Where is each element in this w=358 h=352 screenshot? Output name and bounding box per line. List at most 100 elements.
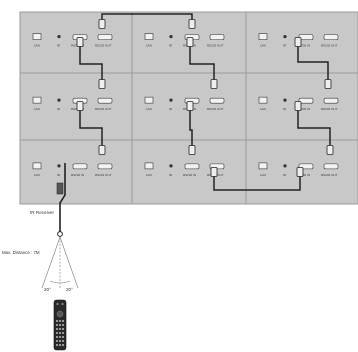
panel-bezel (19, 139, 133, 205)
ir-distance-label: Max. Distance : 7M (2, 250, 40, 255)
cable-plug (186, 101, 194, 111)
remote-key (62, 332, 64, 334)
port-label: RS232 OUT (321, 44, 338, 48)
ir-jack (169, 164, 173, 168)
port-label: RS232 IN (183, 173, 196, 177)
port-label: RS232 IN (297, 44, 310, 48)
panel-bezel (245, 11, 358, 74)
cable-plug (294, 101, 302, 111)
rs232-cable (297, 108, 331, 150)
port-label: IR (57, 173, 61, 177)
lan-port (258, 33, 268, 40)
cable-plug (296, 167, 304, 177)
lan-port (32, 96, 42, 104)
port-label: RS232 IN (297, 173, 310, 177)
remote-key (59, 344, 61, 346)
lan-port (144, 96, 154, 104)
remote-key (62, 320, 64, 322)
ir-jack (57, 35, 61, 39)
cable-plug (188, 19, 196, 29)
remote-key (56, 324, 58, 326)
ir-receiver-assembly: IR Receiver (30, 163, 66, 237)
rs232-cable (79, 108, 103, 152)
port-label: IR (57, 107, 61, 111)
port-label: LAN (34, 173, 40, 177)
rs232-cable (189, 45, 215, 86)
port-label: LAN (146, 44, 152, 48)
rs232-out-port (323, 163, 339, 170)
cable-plug (188, 145, 196, 155)
ir-angle-right-label: 20° (66, 287, 73, 292)
lan-port (258, 162, 268, 170)
remote-key (62, 324, 64, 326)
rs232-in-port (184, 163, 200, 170)
remote-key (62, 328, 64, 330)
cable-plug (210, 79, 218, 89)
rs232-out-port (209, 34, 225, 40)
port-label: RS232 OUT (95, 173, 112, 177)
port-label: RS232 OUT (95, 107, 112, 111)
port-label: LAN (34, 44, 40, 48)
rs232-cable (189, 108, 193, 150)
remote-key (56, 340, 58, 342)
rs232-out-port (97, 97, 113, 104)
port-label: LAN (146, 107, 152, 111)
remote-key (59, 324, 61, 326)
port-label: LAN (260, 173, 266, 177)
cable-plug (98, 145, 106, 155)
ir-jack (57, 98, 61, 102)
port-label: RS232 OUT (321, 173, 338, 177)
port-label: RS232 IN (71, 173, 84, 177)
port-label: IR (283, 107, 287, 111)
lan-port (258, 96, 268, 104)
panel-bezel (19, 11, 133, 74)
lan-port (32, 33, 42, 40)
port-label: RS232 OUT (321, 107, 338, 111)
remote-key (62, 336, 64, 338)
panel-bezel (245, 72, 358, 141)
cable-plug (98, 79, 106, 89)
rs232-cable (79, 45, 103, 86)
lan-port (144, 33, 154, 40)
port-label: LAN (34, 107, 40, 111)
remote-key (59, 328, 61, 330)
rs232-cable (213, 170, 301, 191)
remote-keypad (56, 320, 64, 346)
port-label: IR (169, 107, 173, 111)
ir-jack (169, 35, 173, 39)
remote-key (59, 336, 61, 338)
cable-plug (76, 37, 84, 47)
port-label: IR (169, 44, 173, 48)
ir-cone-left-edge (41, 236, 61, 289)
ir-angle-arc (49, 280, 71, 284)
ir-receiver-label: IR Receiver (30, 210, 54, 215)
ir-receiver-plug (56, 182, 64, 195)
remote-input-button (61, 302, 64, 306)
display-panel: LAN IR RS232 IN RS232 OUT (19, 139, 133, 205)
remote-key (56, 332, 58, 334)
rs232-in-port (298, 97, 314, 104)
cable-plug (186, 37, 194, 47)
port-label: IR (283, 173, 287, 177)
ir-receiver-cable (59, 163, 66, 232)
cable-plug (326, 145, 334, 155)
remote-dpad (56, 310, 64, 318)
port-label: RS232 OUT (207, 107, 224, 111)
lan-port (32, 162, 42, 170)
cable-plug (294, 37, 302, 47)
port-label: IR (169, 173, 173, 177)
port-label: LAN (260, 44, 266, 48)
port-label: RS232 IN (297, 107, 310, 111)
rs232-out-port (323, 97, 339, 104)
cable-plug (98, 19, 106, 29)
ir-jack (283, 98, 287, 102)
port-label: LAN (146, 173, 152, 177)
lan-port (144, 162, 154, 170)
remote-key (56, 344, 58, 346)
remote-control (53, 299, 67, 351)
rs232-out-port (97, 163, 113, 170)
